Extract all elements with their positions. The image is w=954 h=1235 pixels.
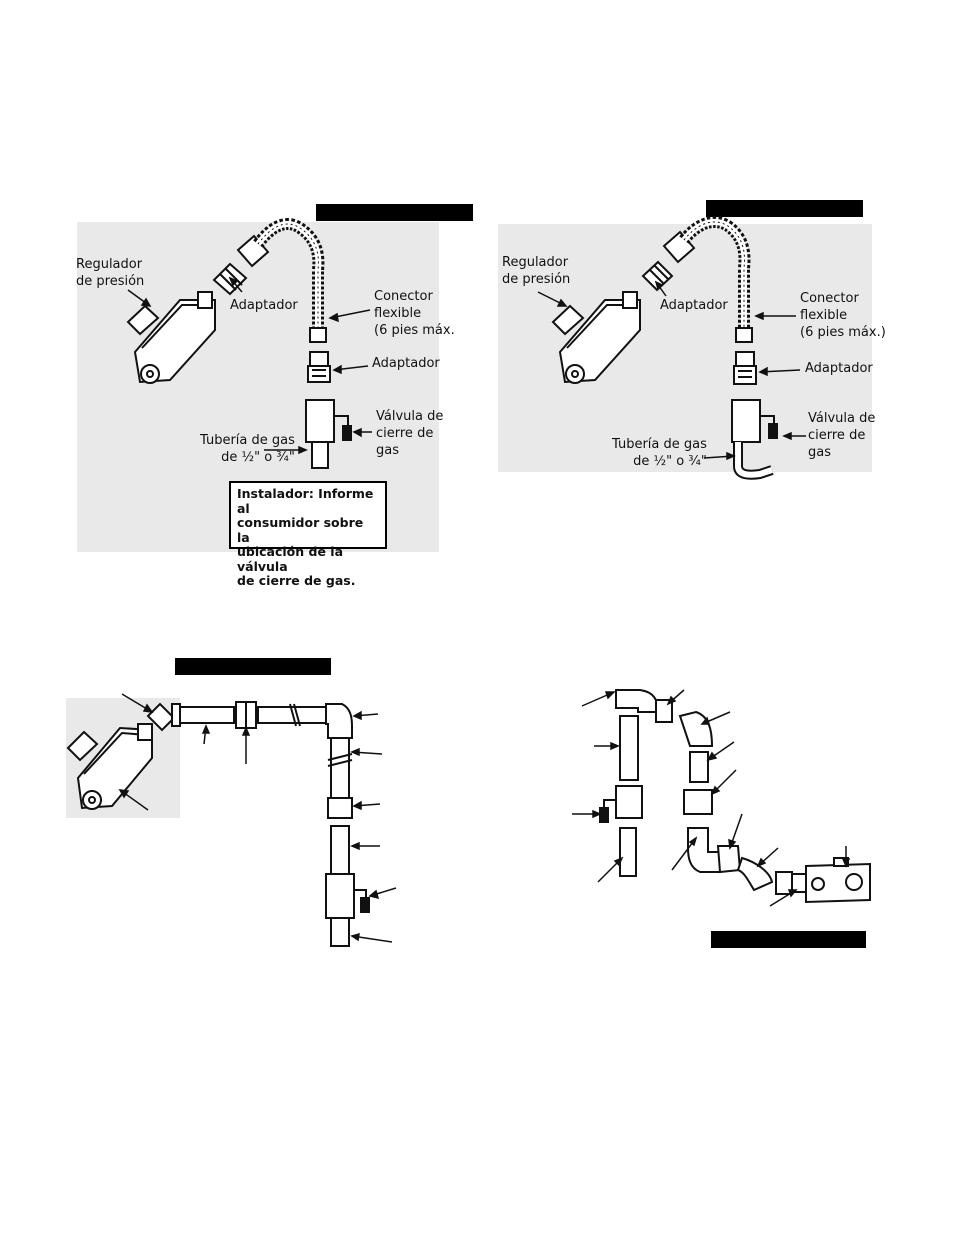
diagram-b-title-bar (706, 200, 863, 217)
pressure-regulator (551, 291, 641, 384)
diagram-b-adapter-top-label: Adaptador (660, 298, 728, 313)
diagram-b-connector-label: Conector flexible (6 pies máx.) (800, 291, 886, 340)
pressure-regulator (126, 291, 216, 384)
vertical-pipe (327, 737, 353, 875)
fittings-assembly (599, 689, 871, 904)
diagram-a-connector-label: Conector flexible (6 pies máx. (374, 289, 455, 338)
diagram-a-adapter-bottom-label: Adaptador (372, 356, 440, 371)
diagram-b-regulator-label: Regulador de presión (502, 255, 571, 287)
horizontal-pipe (171, 701, 327, 729)
diagram-b-adapter-bottom-label: Adaptador (805, 361, 873, 376)
diagram-b-panel (498, 224, 872, 472)
shutoff-valve (305, 399, 352, 469)
shutoff-valve (325, 873, 370, 947)
diagram-b-shutoff-label: Válvula de cierre de gas (808, 411, 876, 460)
diagram-a-pipe-label: Tubería de gas de ½" o ¾" (200, 433, 295, 465)
pressure-regulator (66, 723, 153, 810)
diagram-b-pipe-label: Tubería de gas de ½" o ¾" (612, 437, 707, 469)
adapter-bottom (733, 351, 757, 385)
diagram-a-regulator-label: Regulador de presión (76, 257, 145, 289)
diagram-a-title-bar (316, 204, 473, 221)
shutoff-valve (731, 399, 778, 480)
adapter-bottom (307, 351, 331, 383)
elbow-90 (325, 703, 353, 739)
diagram-d-title-bar (711, 931, 866, 948)
installer-note: Instalador: Informe al consumidor sobre … (229, 481, 387, 588)
diagram-a-shutoff-label: Válvula de cierre de gas (376, 409, 444, 458)
diagram-c-title-bar (175, 658, 331, 675)
adapter-top (641, 260, 674, 292)
diagram-a-adapter-top-label: Adaptador (230, 298, 298, 313)
